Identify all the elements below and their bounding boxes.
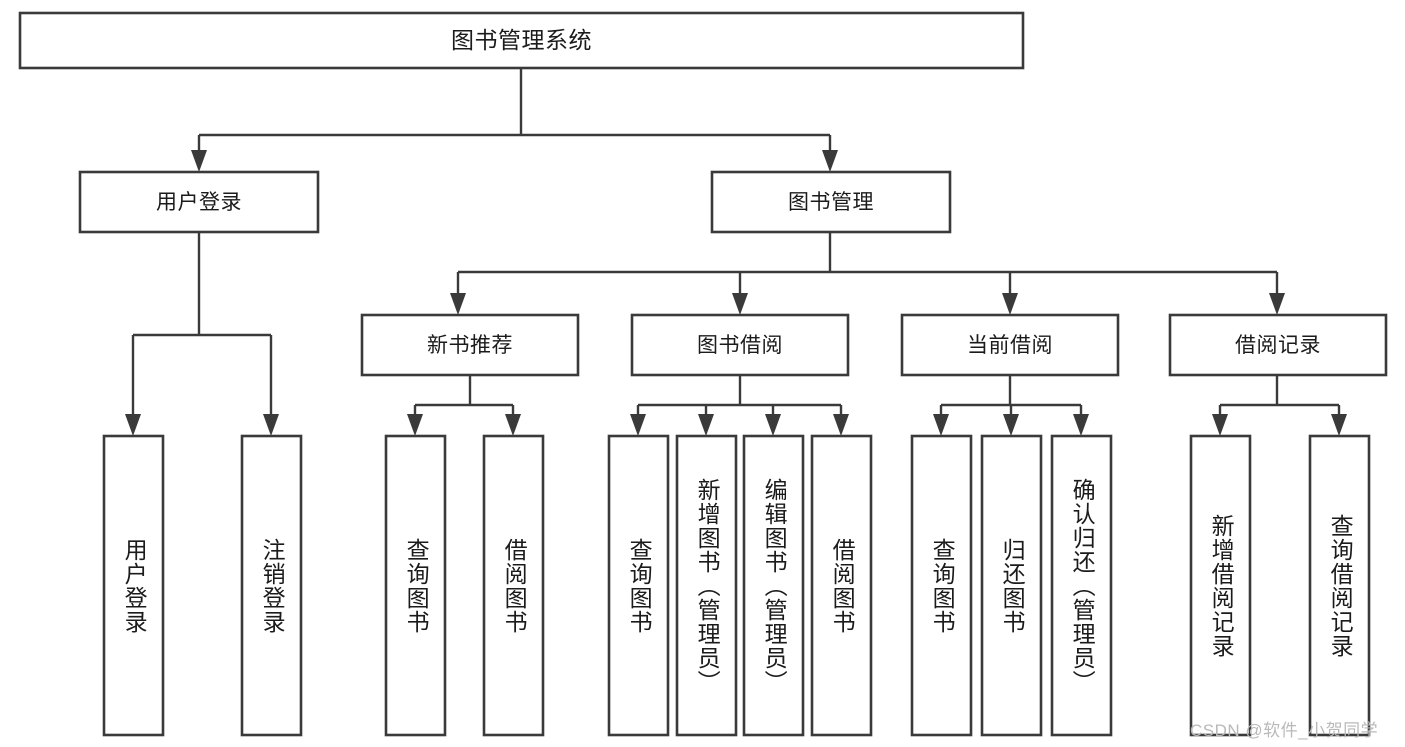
node-label-new-book-recommend: 新书推荐 — [427, 333, 513, 357]
arrow-head-icon — [732, 293, 748, 315]
arrow-head-icon — [833, 414, 849, 436]
node-box-root[interactable] — [18, 11, 1025, 70]
node-box-leaf-query-book-2[interactable] — [607, 434, 670, 737]
node-box-leaf-user-login[interactable] — [102, 434, 165, 737]
connector-book-borrow-to-leaves — [630, 375, 849, 436]
arrow-head-icon — [1003, 414, 1019, 436]
node-box-leaf-logout-login[interactable] — [240, 434, 303, 737]
node-label-leaf-add-borrow-record: 新增借阅记录 — [1208, 513, 1235, 658]
node-box-leaf-borrow-book-2[interactable] — [810, 434, 873, 737]
arrow-head-icon — [125, 414, 141, 436]
node-label-current-borrow: 当前借阅 — [967, 333, 1053, 357]
node-box-leaf-edit-book[interactable] — [742, 434, 805, 737]
node-box-current-borrow[interactable] — [900, 313, 1120, 377]
node-label-leaf-query-book-3: 查询图书 — [929, 537, 956, 634]
node-label-book-borrow: 图书借阅 — [697, 333, 783, 357]
node-box-leaf-query-book-3[interactable] — [910, 434, 973, 737]
arrow-head-icon — [933, 414, 949, 436]
node-label-leaf-borrow-book-2: 借阅图书 — [829, 537, 856, 634]
node-label-leaf-user-login: 用户登录 — [121, 537, 148, 634]
arrow-head-icon — [1002, 293, 1018, 315]
arrow-head-icon — [1331, 414, 1347, 436]
arrow-head-icon — [191, 150, 207, 172]
node-box-leaf-confirm-return[interactable] — [1050, 434, 1113, 737]
node-label-leaf-query-book-1: 查询图书 — [403, 537, 430, 634]
arrow-head-icon — [1212, 414, 1228, 436]
arrow-head-icon — [822, 150, 838, 172]
arrow-head-icon — [407, 414, 423, 436]
connector-new-book-recommend-to-leaves — [407, 375, 521, 436]
connector-book-management-to-level3 — [450, 232, 1285, 315]
node-label-leaf-query-borrow-record: 查询借阅记录 — [1327, 513, 1354, 658]
node-box-leaf-return-book[interactable] — [980, 434, 1043, 737]
arrow-head-icon — [698, 414, 714, 436]
node-box-leaf-query-book-1[interactable] — [384, 434, 447, 737]
node-label-leaf-return-book: 归还图书 — [999, 537, 1026, 634]
connector-current-borrow-to-leaves — [933, 375, 1089, 436]
node-label-leaf-add-book: 新增图书（管理员） — [694, 477, 721, 694]
connector-user-login-to-leaves — [125, 232, 279, 436]
arrow-head-icon — [263, 414, 279, 436]
arrow-head-icon — [630, 414, 646, 436]
node-label-user-login: 用户登录 — [156, 190, 242, 214]
arrow-head-icon — [1073, 414, 1089, 436]
node-label-root: 图书管理系统 — [451, 27, 592, 53]
connector-borrow-record-to-leaves — [1212, 375, 1347, 436]
connector-root-to-level2 — [191, 68, 838, 172]
node-label-borrow-record: 借阅记录 — [1235, 333, 1321, 357]
node-box-leaf-add-book[interactable] — [675, 434, 738, 737]
arrow-head-icon — [450, 293, 466, 315]
node-box-new-book-recommend[interactable] — [360, 313, 580, 377]
node-label-leaf-edit-book: 编辑图书（管理员） — [761, 477, 788, 694]
node-box-leaf-query-borrow-record[interactable] — [1308, 434, 1371, 737]
node-label-leaf-logout-login: 注销登录 — [259, 537, 286, 634]
watermark-text: CSDN @软件_小贺同学 — [1190, 721, 1379, 740]
node-box-user-login[interactable] — [78, 170, 320, 234]
node-label-leaf-borrow-book-1: 借阅图书 — [501, 537, 528, 634]
arrow-head-icon — [505, 414, 521, 436]
node-label-leaf-query-book-2: 查询图书 — [626, 537, 653, 634]
node-label-leaf-confirm-return: 确认归还（管理员） — [1069, 477, 1096, 694]
node-box-leaf-add-borrow-record[interactable] — [1189, 434, 1252, 737]
node-box-leaf-borrow-book-1[interactable] — [482, 434, 545, 737]
arrow-head-icon — [1269, 293, 1285, 315]
node-label-book-management: 图书管理 — [788, 190, 874, 214]
arrow-head-icon — [765, 414, 781, 436]
